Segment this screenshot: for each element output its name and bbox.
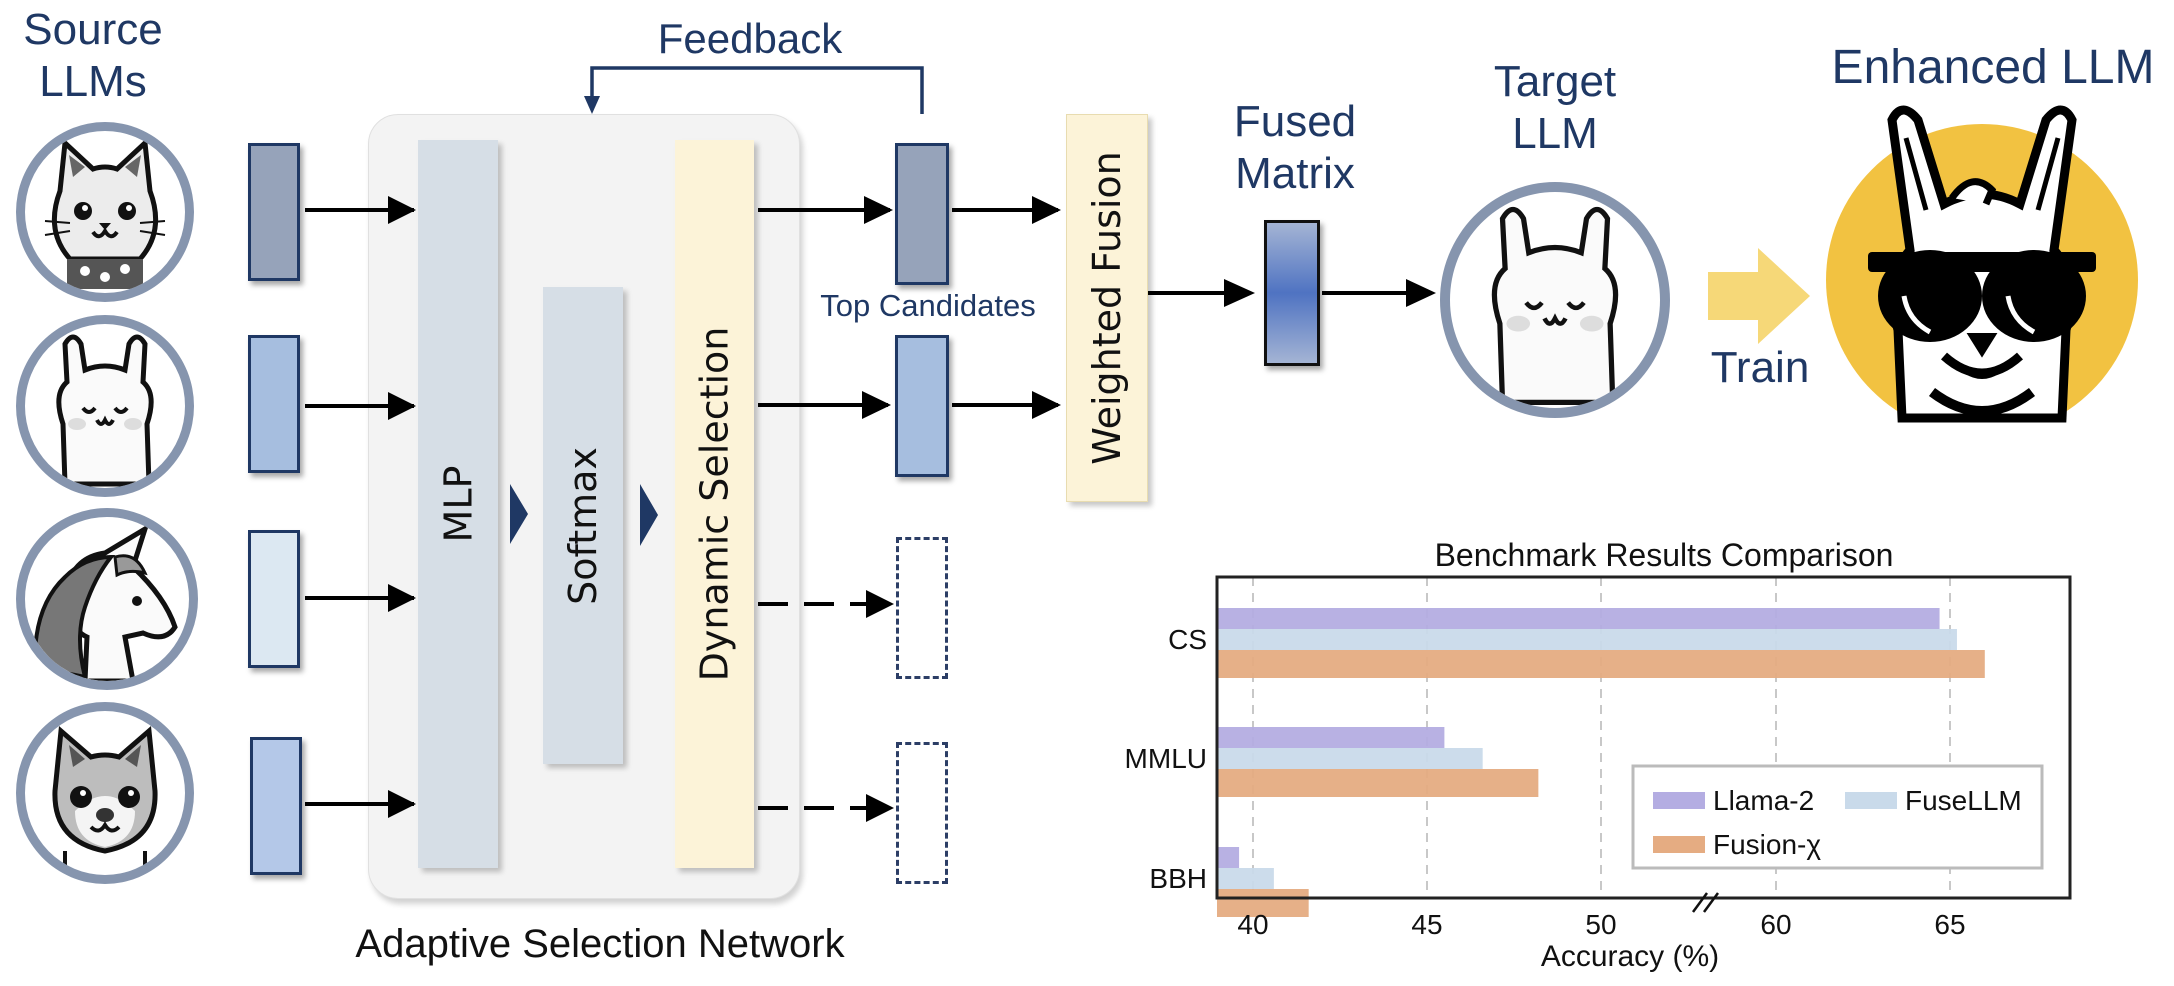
- bar-bbh-fusion-: [1217, 889, 1309, 917]
- axis-break-icon: [1691, 892, 1720, 913]
- weighted-fusion-block: Weighted Fusion: [1066, 114, 1148, 502]
- legend-label: Fusion-χ: [1713, 829, 1821, 860]
- bar-cs-fusion-: [1217, 650, 1985, 678]
- dropped-candidate-slot-1: [896, 537, 948, 679]
- y-tick-label: CS: [1168, 624, 1207, 655]
- dynamic-selection-block: Dynamic Selection: [675, 140, 754, 868]
- bar-mmlu-fusellm: [1217, 748, 1483, 769]
- y-tick-label: BBH: [1149, 863, 1207, 894]
- target-llm-avatar: [1440, 182, 1670, 418]
- x-tick-label: 60: [1760, 909, 1791, 940]
- softmax-block: Softmax: [543, 287, 623, 764]
- x-tick-label: 45: [1411, 909, 1442, 940]
- mlp-to-softmax-chevron-icon: [510, 484, 528, 544]
- adaptive-selection-network-caption: Adaptive Selection Network: [355, 922, 845, 966]
- train-label: Train: [1710, 343, 1810, 392]
- alpaca-icon: [56, 334, 154, 487]
- fused-matrix-vector: [1264, 220, 1320, 366]
- source-llm-shiba-avatar: [16, 702, 194, 884]
- y-tick-label: MMLU: [1125, 743, 1207, 774]
- source-llms-line2: LLMs: [39, 56, 147, 106]
- bar-mmlu-llama-2: [1217, 727, 1445, 748]
- chart-plot-frame: [1215, 575, 2072, 900]
- chart-title: Benchmark Results Comparison: [1435, 537, 1894, 573]
- chart-y-tick-labels: CS MMLU BBH: [1125, 624, 1207, 894]
- target-llm-line2: LLM: [1512, 108, 1598, 158]
- fused-matrix-line2: Matrix: [1235, 148, 1355, 198]
- source-llm-alpaca-avatar: [16, 315, 194, 497]
- source-vector-2: [248, 335, 300, 473]
- unicorn-icon: [32, 523, 178, 681]
- mlp-block: MLP: [418, 140, 498, 868]
- source-vector-3: [248, 530, 300, 668]
- chart-x-axis-label: Accuracy (%): [1541, 940, 1719, 973]
- source-llm-cat-avatar: [16, 122, 194, 302]
- source-vector-4: [250, 737, 302, 875]
- bar-bbh-fusellm: [1217, 868, 1274, 889]
- softmax-to-selection-chevron-icon: [640, 484, 658, 546]
- enhanced-llm-avatar: [1826, 105, 2138, 423]
- cat-icon: [44, 137, 166, 289]
- x-tick-label: 40: [1237, 909, 1268, 940]
- legend-label: Llama-2: [1713, 785, 1814, 816]
- bar-mmlu-fusion-: [1217, 769, 1539, 797]
- top-candidate-vector-1: [895, 143, 949, 285]
- x-tick-label: 50: [1585, 909, 1616, 940]
- source-llms-line1: Source: [23, 5, 163, 54]
- source-vector-1: [248, 143, 300, 281]
- source-llms-heading: Source LLMs: [8, 4, 178, 108]
- top-candidate-vector-2: [895, 335, 949, 477]
- enhanced-llm-heading: Enhanced LLM: [1831, 41, 2155, 94]
- legend-swatch: [1653, 836, 1705, 853]
- chart-legend: Llama-2 FuseLLM Fusion-χ: [1631, 764, 2044, 870]
- fused-matrix-line1: Fused: [1233, 97, 1357, 146]
- chart-bars: [1217, 608, 1985, 917]
- cool-llama-icon: [1868, 105, 2096, 423]
- legend-swatch: [1845, 792, 1897, 809]
- alpaca-icon: [1491, 206, 1619, 405]
- top-candidates-label: Top Candidates: [820, 288, 1036, 323]
- legend-label: FuseLLM: [1905, 785, 2022, 816]
- target-llm-line1: Target: [1493, 57, 1617, 106]
- bar-bbh-llama-2: [1217, 847, 1240, 868]
- chart-x-tick-labels: 40 45 50 60 65: [1237, 909, 1965, 940]
- bar-cs-llama-2: [1217, 608, 1940, 629]
- bar-cs-fusellm: [1217, 629, 1957, 650]
- target-llm-heading: Target LLM: [1455, 56, 1655, 160]
- dropped-candidate-slot-2: [896, 742, 948, 884]
- feedback-label: Feedback: [657, 15, 843, 62]
- x-tick-label: 65: [1934, 909, 1965, 940]
- legend-swatch: [1653, 792, 1705, 809]
- fused-matrix-heading: Fused Matrix: [1215, 96, 1375, 200]
- source-llm-unicorn-avatar: [16, 508, 198, 690]
- dog-icon: [52, 725, 158, 875]
